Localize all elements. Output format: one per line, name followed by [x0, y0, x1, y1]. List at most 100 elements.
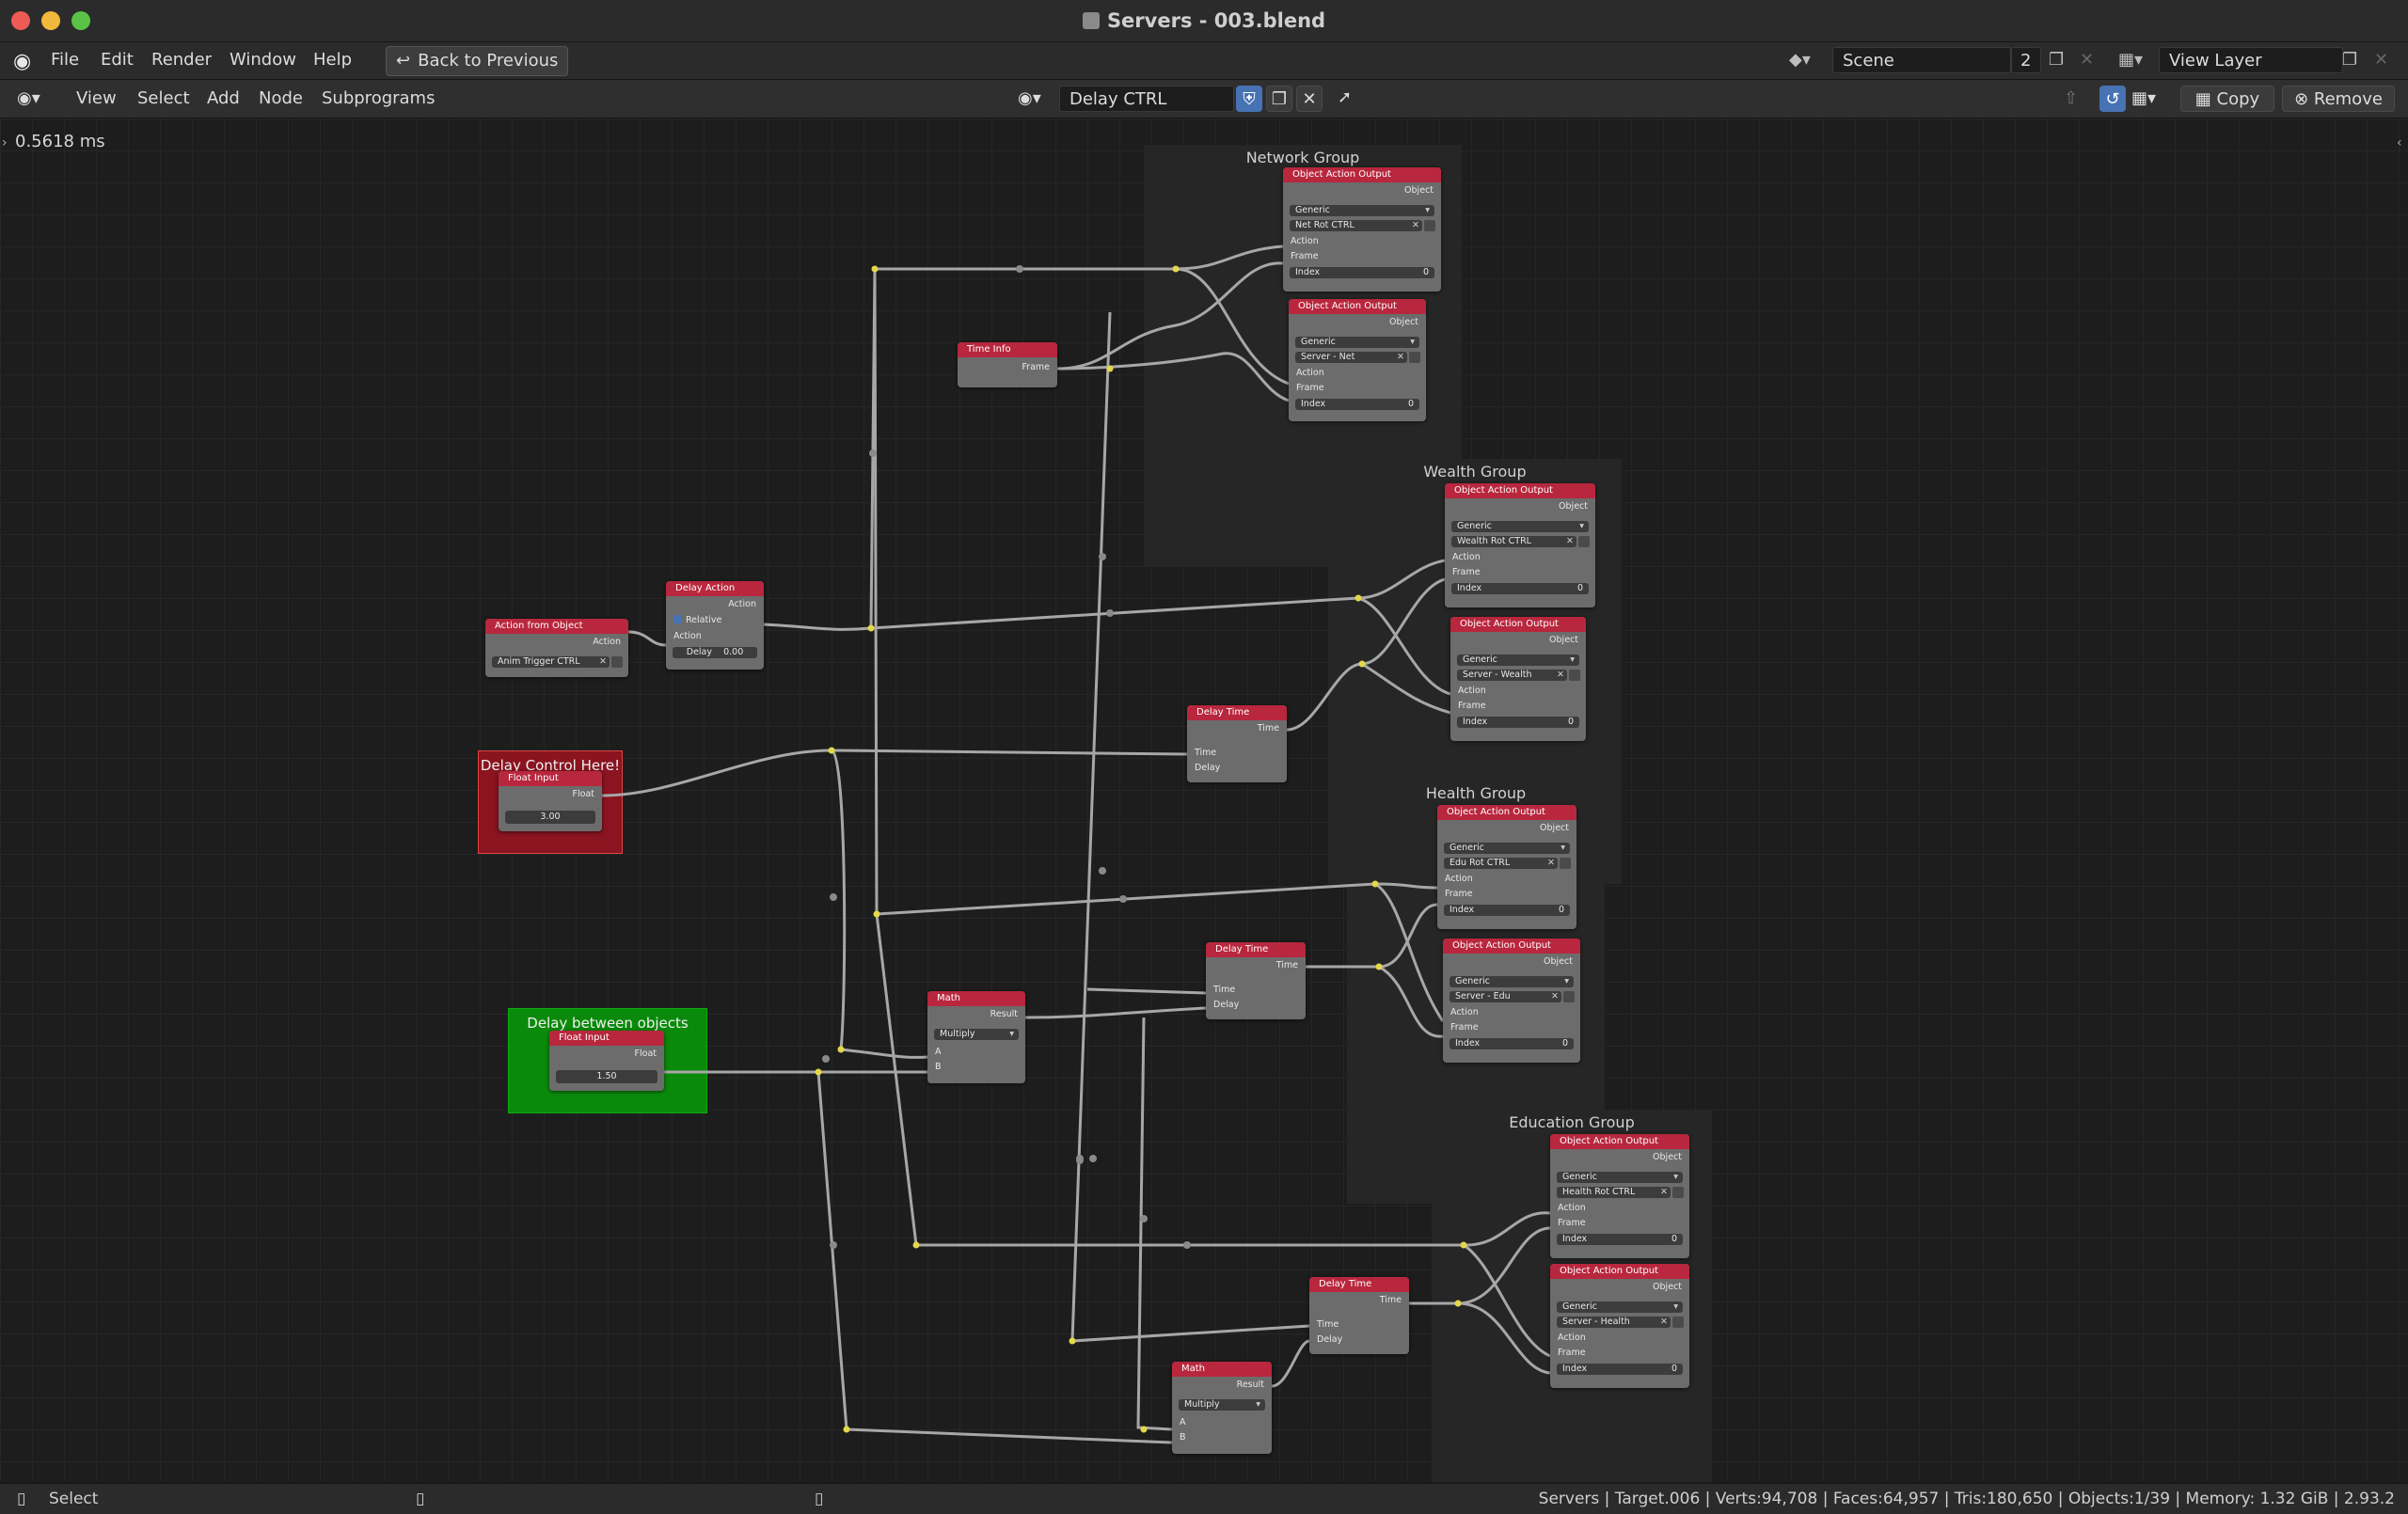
object-field-server-net[interactable]: Server - Net✕: [1295, 352, 1407, 363]
delay-value-field[interactable]: Delay 0.00: [673, 647, 757, 658]
back-to-previous-button[interactable]: ↩Back to Previous: [386, 46, 568, 76]
node-tree-name-field[interactable]: Delay CTRL: [1059, 86, 1234, 112]
close-window-button[interactable]: [11, 11, 30, 30]
node-object-action-output-health-rot[interactable]: Object Action Output Object Generic▾ Hea…: [1550, 1134, 1689, 1258]
clear-icon[interactable]: ✕: [599, 656, 607, 667]
reroute-node[interactable]: [1371, 880, 1379, 888]
reroute-node[interactable]: [1460, 1241, 1467, 1249]
node-object-action-output-server-health[interactable]: Object Action Output Object Generic▾ Ser…: [1550, 1264, 1689, 1388]
node-object-action-output-server-wealth[interactable]: Object Action Output Object Generic▾ Ser…: [1450, 617, 1586, 741]
node-delay-action[interactable]: Delay Action Action Relative Action Dela…: [666, 581, 764, 670]
node-action-from-object[interactable]: Action from Object Action Anim Trigger C…: [485, 619, 628, 677]
reroute-node[interactable]: [837, 1046, 845, 1053]
duplicate-scene-icon[interactable]: ❐: [2049, 50, 2065, 70]
node-time-info[interactable]: Time Info Frame: [958, 342, 1057, 387]
editor-type-icon[interactable]: ◉▾: [17, 88, 40, 108]
reroute-node[interactable]: [1454, 1300, 1462, 1307]
parent-tree-icon[interactable]: ⇧: [2064, 88, 2079, 108]
eyedropper-icon[interactable]: [1563, 991, 1575, 1002]
object-field-server-edu[interactable]: Server - Edu✕: [1450, 991, 1561, 1002]
object-field-net-rot[interactable]: Net Rot CTRL✕: [1290, 220, 1422, 231]
node-object-action-output-net-rot[interactable]: Object Action Output Object Generic▾ Net…: [1283, 167, 1441, 292]
object-field-server-health[interactable]: Server - Health✕: [1557, 1317, 1671, 1328]
reroute-node[interactable]: [1354, 594, 1362, 602]
clear-icon[interactable]: ✕: [1412, 220, 1419, 230]
reroute-node[interactable]: [1106, 365, 1114, 372]
menu-edit[interactable]: Edit: [101, 50, 134, 70]
node-float-input-delay-between[interactable]: Float Input Float 1.50: [549, 1031, 664, 1091]
node-delay-time-wealth[interactable]: Delay Time Time Time Delay: [1187, 705, 1287, 782]
node-float-input-delay-control[interactable]: Float Input Float 3.00: [499, 771, 602, 831]
menu-render[interactable]: Render: [151, 50, 213, 70]
blender-logo-icon[interactable]: ◉: [13, 50, 32, 73]
menu-add[interactable]: Add: [207, 88, 240, 108]
generic-dropdown[interactable]: Generic▾: [1290, 205, 1434, 216]
duplicate-tree-icon[interactable]: ❐: [1266, 86, 1292, 112]
clear-icon[interactable]: ✕: [1566, 536, 1574, 546]
copy-button[interactable]: ▦ Copy: [2180, 86, 2274, 112]
clear-icon[interactable]: ✕: [1660, 1317, 1668, 1327]
generic-dropdown[interactable]: Generic▾: [1557, 1301, 1683, 1313]
snap-options-icon[interactable]: ▦▾: [2131, 88, 2157, 108]
node-tree-browse-icon[interactable]: ◉▾: [1018, 88, 1041, 108]
menu-node[interactable]: Node: [259, 88, 303, 108]
reroute-node[interactable]: [873, 910, 880, 918]
node-object-action-output-edu-rot[interactable]: Object Action Output Object Generic▾ Edu…: [1437, 805, 1576, 929]
duplicate-view-layer-icon[interactable]: ❐: [2342, 50, 2358, 70]
maximize-window-button[interactable]: [71, 11, 90, 30]
delay-between-value-field[interactable]: 1.50: [556, 1070, 657, 1083]
node-object-action-output-server-edu[interactable]: Object Action Output Object Generic▾ Ser…: [1443, 938, 1580, 1063]
math-operation-dropdown[interactable]: Multiply▾: [1179, 1399, 1265, 1411]
object-field-wealth-rot[interactable]: Wealth Rot CTRL✕: [1451, 536, 1576, 547]
eyedropper-icon[interactable]: [1560, 858, 1571, 869]
expand-sidebar-icon[interactable]: ‹: [2397, 135, 2402, 150]
eyedropper-icon[interactable]: [1569, 670, 1580, 681]
clear-icon[interactable]: ✕: [1397, 352, 1404, 362]
view-layer-name-field[interactable]: View Layer: [2159, 47, 2343, 73]
node-math-multiply-1[interactable]: Math Result Multiply▾ A B: [927, 991, 1025, 1083]
eyedropper-icon[interactable]: [1424, 220, 1435, 231]
reroute-node[interactable]: [867, 624, 875, 632]
node-object-action-output-server-net[interactable]: Object Action Output Object Generic▾ Ser…: [1289, 299, 1426, 421]
reroute-node[interactable]: [1172, 265, 1180, 273]
menu-help[interactable]: Help: [313, 50, 353, 70]
unlink-scene-icon[interactable]: ✕: [2080, 50, 2095, 70]
expand-toolbar-icon[interactable]: ›: [2, 135, 8, 150]
remove-view-layer-icon[interactable]: ✕: [2374, 50, 2389, 70]
generic-dropdown[interactable]: Generic▾: [1557, 1172, 1683, 1183]
scene-name-field[interactable]: Scene: [1832, 47, 2011, 73]
generic-dropdown[interactable]: Generic▾: [1457, 654, 1579, 666]
reroute-node[interactable]: [828, 747, 835, 754]
pin-icon[interactable]: ➚: [1338, 87, 1353, 107]
node-math-multiply-2[interactable]: Math Result Multiply▾ A B: [1172, 1362, 1272, 1454]
eyedropper-icon[interactable]: [611, 656, 623, 668]
node-canvas[interactable]: › ‹ 0.5618 ms Network Group Wealth Group…: [0, 118, 2408, 1482]
eyedropper-icon[interactable]: [1672, 1317, 1684, 1328]
eyedropper-icon[interactable]: [1578, 536, 1590, 547]
eyedropper-icon[interactable]: [1672, 1187, 1684, 1198]
menu-window[interactable]: Window: [230, 50, 296, 70]
generic-dropdown[interactable]: Generic▾: [1451, 521, 1589, 532]
object-field-edu-rot[interactable]: Edu Rot CTRL✕: [1444, 858, 1558, 869]
snap-icon[interactable]: ↺: [2099, 86, 2126, 112]
menu-file[interactable]: File: [51, 50, 80, 70]
reroute-node[interactable]: [1375, 963, 1383, 970]
generic-dropdown[interactable]: Generic▾: [1444, 843, 1570, 854]
clear-icon[interactable]: ✕: [1557, 670, 1564, 680]
object-field-anim-trigger[interactable]: Anim Trigger CTRL✕: [492, 656, 610, 668]
view-layer-browse-icon[interactable]: ▦▾: [2118, 50, 2144, 70]
node-object-action-output-wealth-rot[interactable]: Object Action Output Object Generic▾ Wea…: [1445, 483, 1595, 607]
clear-icon[interactable]: ✕: [1660, 1187, 1668, 1197]
delay-control-value-field[interactable]: 3.00: [505, 811, 595, 824]
generic-dropdown[interactable]: Generic▾: [1450, 976, 1574, 987]
reroute-node[interactable]: [1069, 1337, 1076, 1345]
reroute-node[interactable]: [1358, 660, 1366, 668]
object-field-health-rot[interactable]: Health Rot CTRL✕: [1557, 1187, 1671, 1198]
